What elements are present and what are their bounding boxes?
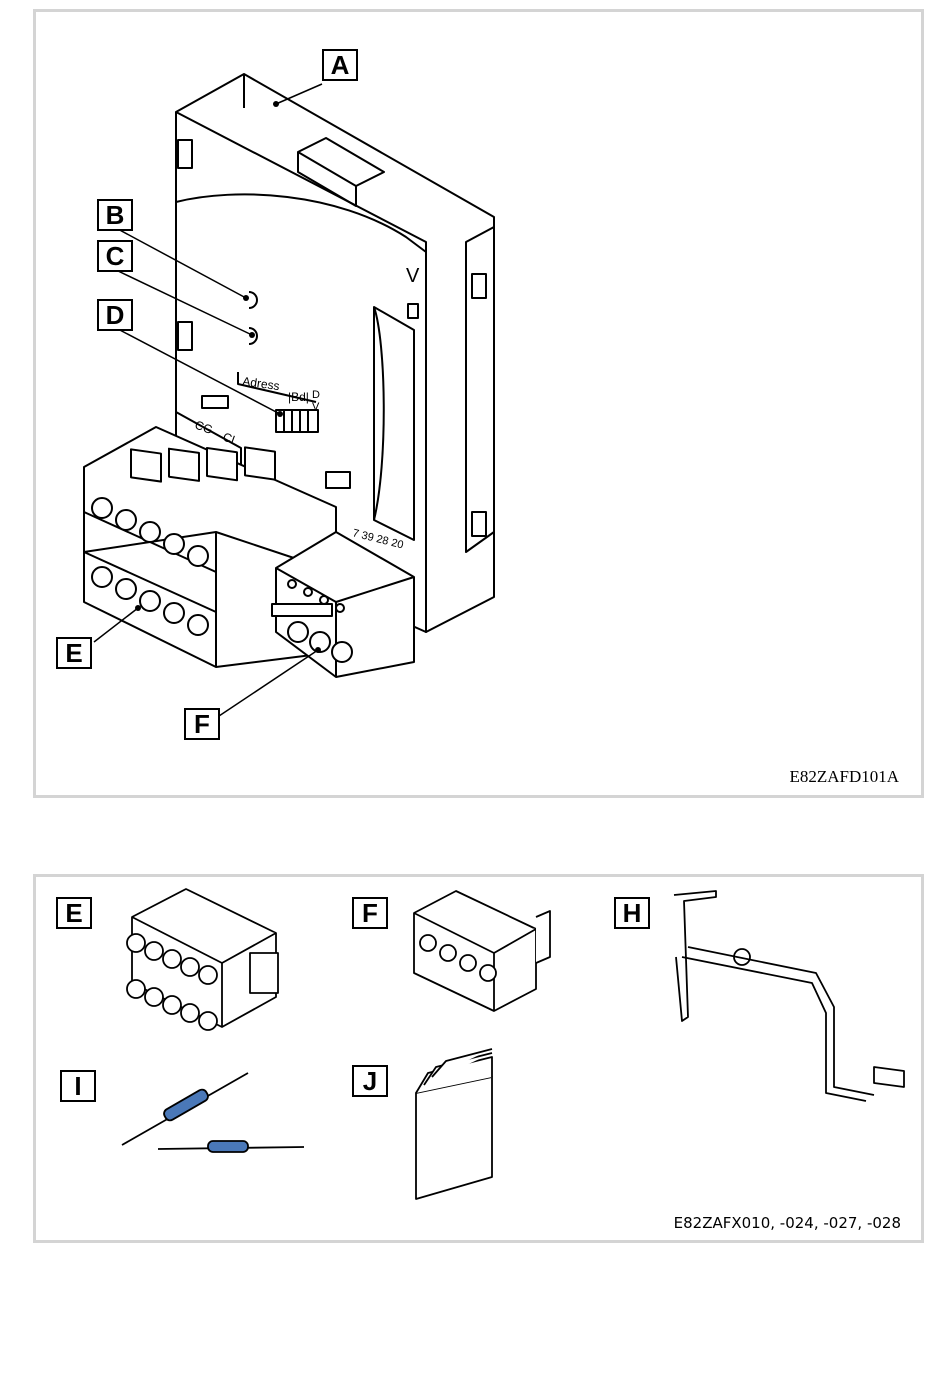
- shield-bracket-drawing: [673, 890, 905, 1102]
- callout-e: E: [56, 637, 92, 669]
- figure-code: E82ZAFD101A: [789, 767, 899, 786]
- d-label: D: [312, 389, 320, 401]
- jumper: [201, 395, 229, 409]
- clip-slot-lower: [471, 511, 487, 537]
- accessories-drawing: [121, 888, 905, 1200]
- led-b-icon: [248, 291, 258, 309]
- callout-j: J: [352, 1065, 388, 1097]
- device-figure-panel: V Adress |Bd| D V CG CL 7 39 28 20 A B C…: [33, 9, 924, 798]
- top-latch: [297, 137, 385, 187]
- callout-i: I: [60, 1070, 96, 1102]
- cg-label: CG: [193, 418, 215, 437]
- callout-b: B: [97, 199, 133, 231]
- slot-left-2: [177, 321, 193, 351]
- clip-slot-upper: [471, 273, 487, 299]
- connector-e-drawing: [126, 888, 279, 1031]
- manual-booklet-drawing: [415, 1048, 493, 1200]
- callout-a: A: [322, 49, 358, 81]
- device-drawing: V Adress |Bd| D V CG CL 7 39 28 20: [83, 73, 495, 719]
- address-label: Adress: [242, 374, 281, 393]
- callout-d: D: [97, 299, 133, 331]
- slot-mid: [325, 471, 351, 489]
- callout-h: H: [614, 897, 650, 929]
- resistors-drawing: [121, 1072, 305, 1153]
- display-window: [373, 306, 415, 541]
- v-label: V: [312, 401, 320, 413]
- led-c-icon: [248, 327, 258, 345]
- callout-e-bottom: E: [56, 897, 92, 929]
- baud-label: |Bd|: [288, 390, 309, 404]
- callout-c: C: [97, 240, 133, 272]
- slot-left: [177, 139, 193, 169]
- accessories-panel: E F H I J E82ZAFX010, -024, -027, -028: [33, 874, 924, 1243]
- callout-f: F: [184, 708, 220, 740]
- connector-f-drawing: [413, 890, 551, 1012]
- callout-f-bottom: F: [352, 897, 388, 929]
- cl-label: CL: [221, 430, 241, 449]
- version-mark: V: [406, 265, 420, 287]
- din-clip: [465, 226, 495, 553]
- accessories-code: E82ZAFX010, -024, -027, -028: [673, 1214, 901, 1232]
